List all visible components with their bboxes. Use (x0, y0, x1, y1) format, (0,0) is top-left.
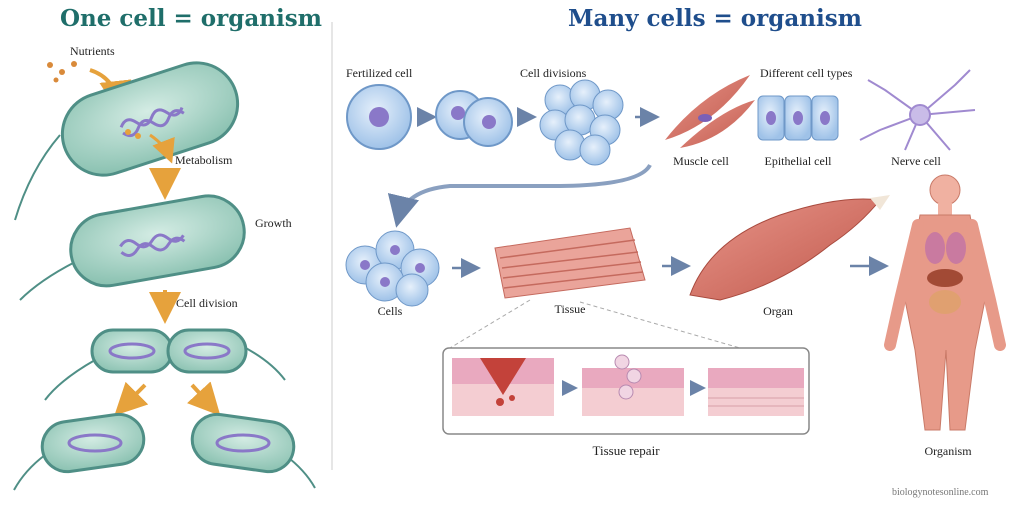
cells-cluster-icon (345, 230, 440, 307)
label-organ: Organ (763, 304, 793, 318)
bacterium-2-icon (19, 194, 246, 301)
label-fertilized-cell: Fertilized cell (346, 66, 413, 80)
right-title: Many cells = organism (568, 5, 862, 32)
daughter-arrow-left (114, 381, 149, 416)
wounded-tissue-icon (452, 358, 554, 416)
label-tissue: Tissue (554, 302, 586, 316)
label-metabolism: Metabolism (175, 153, 233, 167)
metabolism-arrow (149, 133, 175, 164)
left-title: One cell = organism (60, 5, 322, 32)
daughter-bacterium-left-icon (13, 412, 146, 491)
healing-tissue-icon (582, 354, 684, 416)
human-body-icon (884, 174, 1006, 431)
nutrient-particles-icon (47, 61, 77, 83)
bacterium-1-icon (14, 61, 240, 221)
epithelial-cell-icon (757, 95, 839, 141)
fertilized-cell-icon (346, 84, 412, 150)
label-cell-division: Cell division (176, 296, 238, 310)
two-cell-stage-icon (435, 90, 513, 147)
label-tissue-repair: Tissue repair (592, 443, 660, 458)
tissue-icon (494, 227, 646, 299)
label-cell-divisions: Cell divisions (520, 66, 587, 80)
label-muscle-cell: Muscle cell (673, 154, 729, 168)
muscle-cell-icon (665, 75, 755, 148)
nerve-cell-icon (859, 69, 976, 151)
label-nerve-cell: Nerve cell (891, 154, 941, 168)
zoom-lines (449, 299, 741, 349)
organ-muscle-icon (689, 195, 890, 301)
daughter-arrow-right (186, 381, 221, 416)
repaired-tissue-icon (708, 368, 804, 416)
label-organism: Organism (924, 444, 972, 458)
daughter-bacterium-right-icon (190, 412, 316, 489)
label-cells: Cells (377, 304, 403, 318)
dividing-bacterium-icon (44, 328, 286, 401)
label-different-cell-types: Different cell types (760, 66, 853, 80)
cell-cluster-icon (539, 79, 624, 166)
label-nutrients: Nutrients (70, 44, 115, 58)
watermark: biologynotesonline.com (892, 487, 989, 498)
label-growth: Growth (255, 216, 292, 230)
curved-arrow (387, 163, 652, 228)
label-epithelial-cell: Epithelial cell (764, 154, 832, 168)
